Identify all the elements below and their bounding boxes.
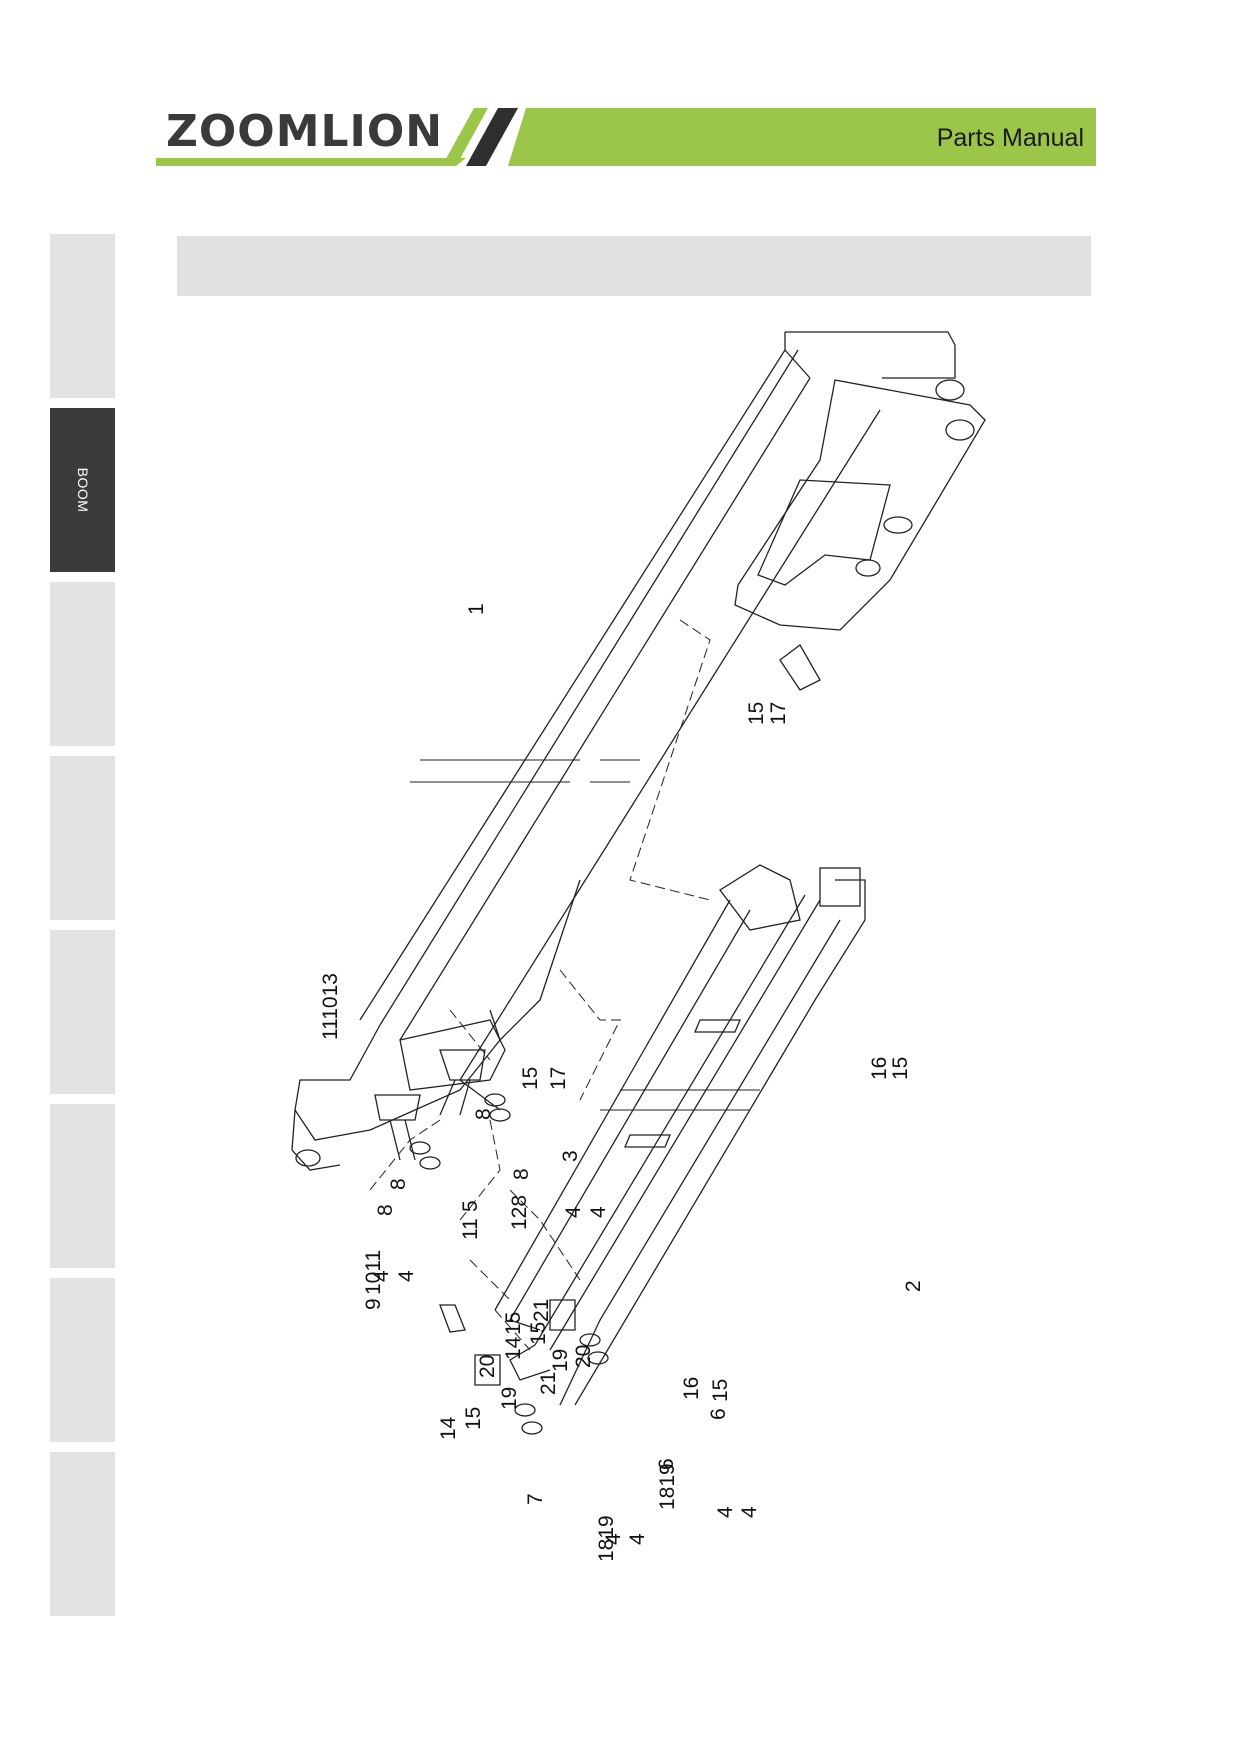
- page-header: ZOOMLION Parts Manual: [156, 108, 1096, 168]
- callout-17: 17: [767, 702, 790, 725]
- callout-8: 8: [510, 1168, 533, 1180]
- callout-15: 15: [745, 702, 768, 725]
- side-tab-1[interactable]: [50, 234, 115, 398]
- side-tab-5[interactable]: [50, 930, 115, 1094]
- callout-4: 4: [602, 1533, 625, 1545]
- side-tab-boom[interactable]: BOOM: [50, 408, 115, 572]
- callout-6: 6: [655, 1458, 678, 1470]
- callout-labels: 1 2 3 4 4 4 4 5 6 6 7 8 8 8 8 9 1011 11 …: [319, 603, 925, 1575]
- boom-exploded-view: 1 2 3 4 4 4 4 5 6 6 7 8 8 8 8 9 1011 11 …: [291, 331, 986, 1575]
- side-tab-4[interactable]: [50, 756, 115, 920]
- header-band: [156, 108, 1096, 166]
- break-lines: [410, 759, 760, 1111]
- callout-15: 15: [462, 1407, 485, 1430]
- callout-4: 4: [370, 1270, 393, 1282]
- callout-1819: 1819: [595, 1515, 618, 1560]
- callout-17: 17: [547, 1067, 570, 1090]
- side-tab-7[interactable]: [50, 1278, 115, 1442]
- callout-1: 1: [465, 603, 488, 615]
- callout-14: 14: [502, 1336, 525, 1360]
- callout-9: 9: [362, 1298, 385, 1310]
- green-slash: [442, 108, 488, 166]
- callout-20: 20: [572, 1345, 595, 1368]
- callout-16: 16: [680, 1377, 703, 1400]
- side-tab-label: BOOM: [74, 467, 91, 513]
- callout-4: 4: [626, 1533, 649, 1545]
- callout-4: 4: [714, 1506, 737, 1518]
- callout-8: 8: [387, 1178, 410, 1190]
- callout-4: 4: [562, 1206, 585, 1218]
- callout-4: 4: [395, 1270, 418, 1282]
- callout-15: 15: [519, 1067, 542, 1090]
- callout-4: 4: [738, 1506, 761, 1518]
- callout-21: 21: [537, 1372, 560, 1395]
- callout-3: 3: [559, 1150, 582, 1162]
- callout-15: 15: [889, 1057, 912, 1080]
- outer-boom-section: [291, 331, 986, 1171]
- pins-and-washers: [374, 1049, 609, 1435]
- callout-6: 6: [707, 1408, 730, 1420]
- callout-128: 128: [508, 1195, 531, 1230]
- green-underline: [156, 158, 466, 166]
- callout-8: 8: [374, 1204, 397, 1216]
- callout-15: 15: [527, 1322, 550, 1345]
- manual-title: Parts Manual: [936, 124, 1084, 152]
- callout-21: 21: [530, 1299, 553, 1322]
- dash-leader-lines: [369, 619, 711, 1351]
- callout-19: 19: [498, 1387, 521, 1410]
- dark-slash: [466, 108, 518, 166]
- green-band: [508, 108, 1096, 166]
- callout-15: 15: [502, 1312, 525, 1335]
- callout-5: 5: [459, 1200, 482, 1212]
- brand-logo: ZOOMLION: [166, 106, 444, 157]
- callout-7: 7: [524, 1493, 547, 1505]
- callout-2: 2: [902, 1280, 925, 1292]
- callout-1819: 1819: [656, 1463, 679, 1510]
- side-tab-3[interactable]: [50, 582, 115, 746]
- callout-16: 16: [868, 1057, 891, 1080]
- callout-19: 19: [549, 1349, 572, 1372]
- side-tab-6[interactable]: [50, 1104, 115, 1268]
- callout-8: 8: [472, 1108, 495, 1120]
- callout-14: 14: [437, 1416, 460, 1440]
- callout-4: 4: [587, 1206, 610, 1218]
- callout-11: 11: [459, 1218, 482, 1240]
- side-tab-8[interactable]: [50, 1452, 115, 1616]
- callout-15: 15: [709, 1379, 732, 1402]
- section-title-bar: [177, 236, 1091, 296]
- exploded-parts-drawing: 1 2 3 4 4 4 4 5 6 6 7 8 8 8 8 9 1011 11 …: [280, 320, 1000, 1575]
- callout-1011: 1011: [362, 1250, 385, 1295]
- callout-20: 20: [476, 1355, 499, 1378]
- inner-boom-section: [494, 864, 866, 1406]
- callout-111013: 111013: [319, 973, 342, 1040]
